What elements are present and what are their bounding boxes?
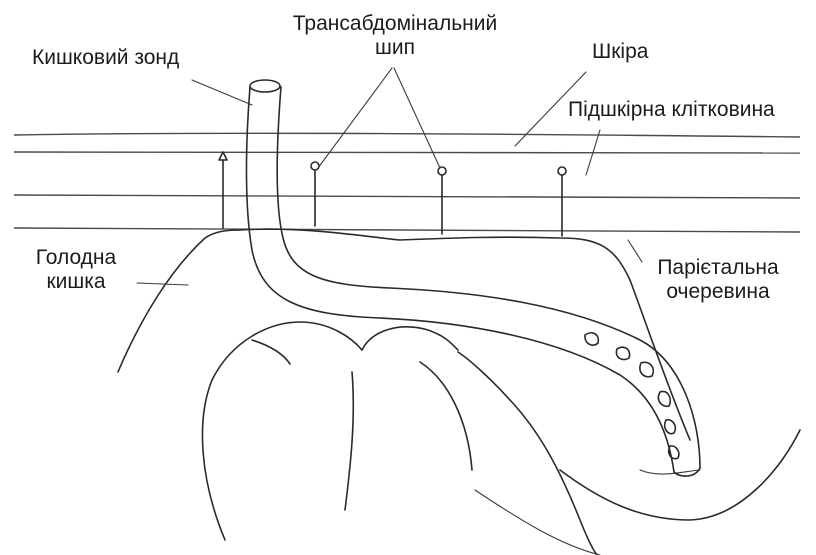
label-jejunum: Голодна кишка: [14, 246, 138, 294]
label-transabdominal-spike: Трансабдомінальний шип: [265, 12, 525, 60]
label-transabdominal-spike-line2: шип: [265, 36, 525, 60]
enteral-probe-tube: [246, 80, 700, 476]
label-jejunum-line2: кишка: [14, 270, 138, 294]
label-jejunum-line1: Голодна: [14, 246, 138, 270]
label-transabdominal-spike-line1: Трансабдомінальний: [265, 12, 525, 36]
bowel-loops: [202, 322, 800, 555]
label-parietal-peritoneum: Парієтальна очеревина: [640, 256, 796, 304]
label-enteral-probe: Кишковий зонд: [32, 46, 179, 70]
tissue-layers: [14, 133, 800, 232]
transabdominal-spikes: [219, 152, 566, 236]
label-parietal-peritoneum-line2: очеревина: [640, 280, 796, 304]
label-subcutaneous-tissue: Підшкірна клітковина: [568, 98, 775, 122]
label-skin: Шкіра: [592, 40, 648, 64]
leader-lines: [137, 68, 642, 285]
label-parietal-peritoneum-line1: Парієтальна: [640, 256, 796, 280]
